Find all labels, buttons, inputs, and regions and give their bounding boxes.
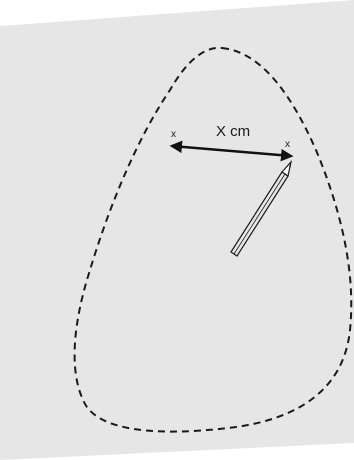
pencil-center-line: [233, 173, 286, 255]
pencil-icon: [230, 159, 293, 257]
pencil-lead: [289, 162, 291, 168]
right-endpoint-mark: x: [285, 139, 290, 150]
pencil-tip: [281, 159, 293, 177]
measurement-label: X cm: [216, 123, 250, 140]
measurement-arrow: [169, 140, 294, 162]
left-endpoint-mark: x: [171, 129, 176, 140]
dashed-egg-outline: [73, 46, 353, 433]
